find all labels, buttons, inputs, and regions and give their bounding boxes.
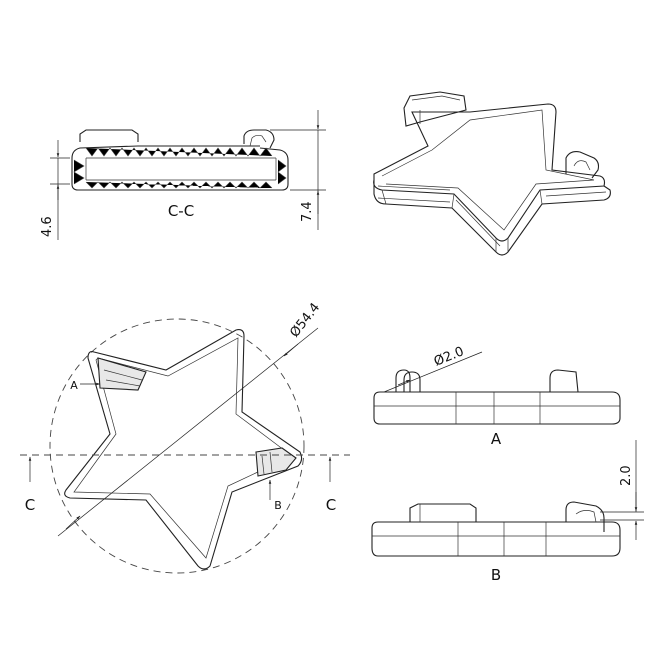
bounding-circle — [49, 318, 305, 574]
view-label-b: B — [491, 566, 501, 584]
thickness-dimension: 4.6 — [40, 216, 55, 237]
cut-label-right: C — [326, 496, 336, 514]
hole-dimension: Ø2.0 — [432, 344, 466, 369]
detail-marker-b: B — [274, 499, 282, 512]
isometric-view — [373, 91, 611, 256]
view-b — [371, 440, 644, 557]
cut-label-left: C — [25, 496, 35, 514]
section-label: C-C — [168, 202, 194, 220]
hook-dimension: 2.0 — [619, 465, 634, 486]
top-view — [20, 318, 350, 574]
diameter-dimension: Ø54.4 — [287, 300, 323, 340]
view-a — [373, 351, 621, 425]
height-dimension: 7.4 — [300, 201, 315, 222]
section-view-c-c — [50, 110, 326, 240]
view-label-a: A — [491, 430, 502, 448]
detail-marker-a: A — [70, 379, 78, 392]
